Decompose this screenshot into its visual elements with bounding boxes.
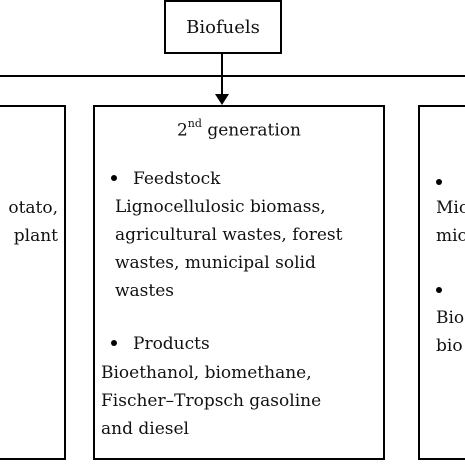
root-node-label: Biofuels <box>186 16 260 38</box>
products-line-3: and diesel <box>101 419 189 439</box>
products-heading: Products <box>133 334 210 354</box>
right-box-line-3: Bio <box>436 308 465 328</box>
second-generation-box: 2nd generation Feedstock Lignocellulosic… <box>93 105 385 460</box>
right-box-line-2: mic <box>436 226 465 246</box>
bullet-dot-icon <box>111 339 117 346</box>
products-line-2: Fischer–Tropsch gasoline <box>101 391 322 411</box>
feedstock-bullet: Feedstock <box>111 169 220 189</box>
products-bullet: Products <box>111 334 210 354</box>
feedstock-line-3: wastes, municipal solid <box>115 253 316 273</box>
feedstock-line-4: wastes <box>115 281 175 301</box>
left-box-line-1: otato, <box>8 198 58 218</box>
left-box-line-2: plant <box>13 226 58 246</box>
right-box-line-1: Mic <box>436 198 465 218</box>
feedstock-heading: Feedstock <box>133 169 221 189</box>
right-box-line-4: bio <box>436 336 463 356</box>
center-arrowhead <box>215 94 229 105</box>
bullet-dot-icon <box>436 287 442 293</box>
bullet-dot-icon <box>111 174 117 181</box>
first-generation-box: otato, plant <box>0 105 66 460</box>
feedstock-line-2: agricultural wastes, forest <box>115 225 343 245</box>
bullet-dot-icon <box>436 179 442 185</box>
third-generation-box: Mic mic Bio bio <box>418 105 465 460</box>
feedstock-line-1: Lignocellulosic biomass, <box>115 197 326 217</box>
second-generation-title: 2nd generation <box>176 117 302 141</box>
root-node-biofuels: Biofuels <box>164 0 282 54</box>
products-line-1: Bioethanol, biomethane, <box>101 363 312 383</box>
